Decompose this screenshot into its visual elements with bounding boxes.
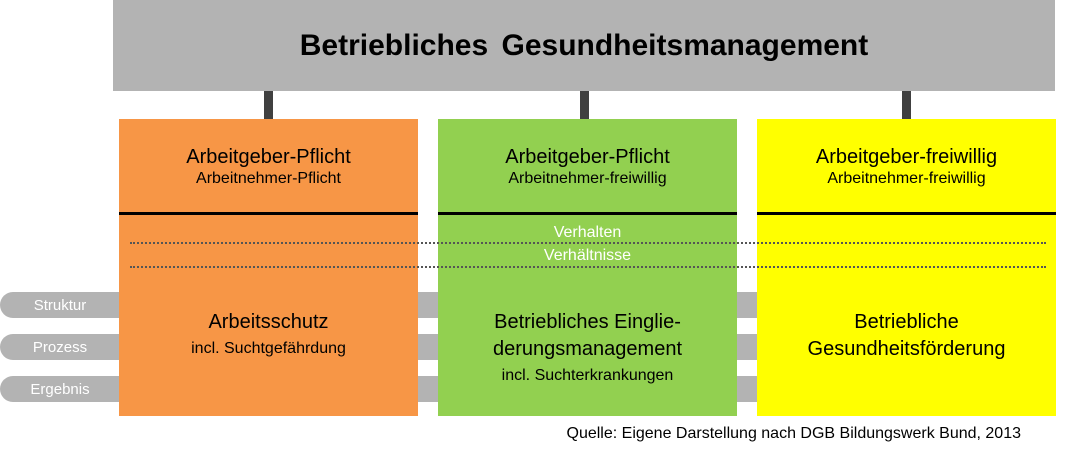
column-head: Arbeitgeber-Pflicht Arbeitnehmer-Pflicht xyxy=(119,145,418,189)
column-body-title-1: Betriebliche xyxy=(854,311,959,333)
column-head: Arbeitgeber-Pflicht Arbeitnehmer-freiwil… xyxy=(438,145,737,189)
column-body: Betriebliche Gesundheitsförderung xyxy=(757,309,1056,363)
level-label-verhalten: Verhalten xyxy=(553,224,622,241)
column-head-sub: Arbeitnehmer-freiwillig xyxy=(508,170,667,187)
connector-left xyxy=(264,91,273,119)
column-head: Arbeitgeber-freiwillig Arbeitnehmer-frei… xyxy=(757,145,1056,189)
column-body: Arbeitsschutz incl. Suchtgefährdung xyxy=(119,309,418,360)
source-caption: Quelle: Eigene Darstellung nach DGB Bild… xyxy=(566,425,1022,442)
column-head-main: Arbeitgeber-Pflicht xyxy=(186,146,351,168)
column-body: Betriebliches Eingli­e- derungsmanagemen… xyxy=(438,309,737,387)
dotted-line-verhalten xyxy=(130,242,1046,244)
column-divider xyxy=(119,212,418,215)
column-divider xyxy=(438,212,737,215)
band-label-ergebnis: Ergebnis xyxy=(30,380,90,398)
column-body-title-2: derungsmanagement xyxy=(492,338,682,360)
column-head-main: Arbeitgeber-freiwillig xyxy=(815,146,998,168)
column-body-title-2: Gesundheitsförderung xyxy=(807,338,1006,360)
dotted-line-verhaeltnisse xyxy=(130,266,1046,268)
column-body-sub: incl. Suchtgefährdung xyxy=(191,340,346,357)
column-body-title-1: Betriebliches Eingli­e- xyxy=(494,311,681,333)
column-head-main: Arbeitgeber-Pflicht xyxy=(505,146,670,168)
column-body-sub: incl. Suchterkrankungen xyxy=(501,367,674,384)
band-label-struktur: Struktur xyxy=(33,296,87,314)
band-label-prozess: Prozess xyxy=(32,338,88,356)
connector-right xyxy=(902,91,911,119)
column-head-sub: Arbeitnehmer-freiwillig xyxy=(827,170,986,187)
connector-middle xyxy=(580,91,589,119)
column-head-sub: Arbeitnehmer-Pflicht xyxy=(196,170,341,187)
column-body-title: Arbeitsschutz xyxy=(208,311,329,333)
level-label-verhaeltnisse: Verhältnisse xyxy=(543,247,632,264)
header-bar: Betriebliches Gesundheitsmanagement xyxy=(113,0,1055,91)
column-divider xyxy=(757,212,1056,215)
diagram-title: Betriebliches Gesundheitsmanagement xyxy=(299,28,869,62)
